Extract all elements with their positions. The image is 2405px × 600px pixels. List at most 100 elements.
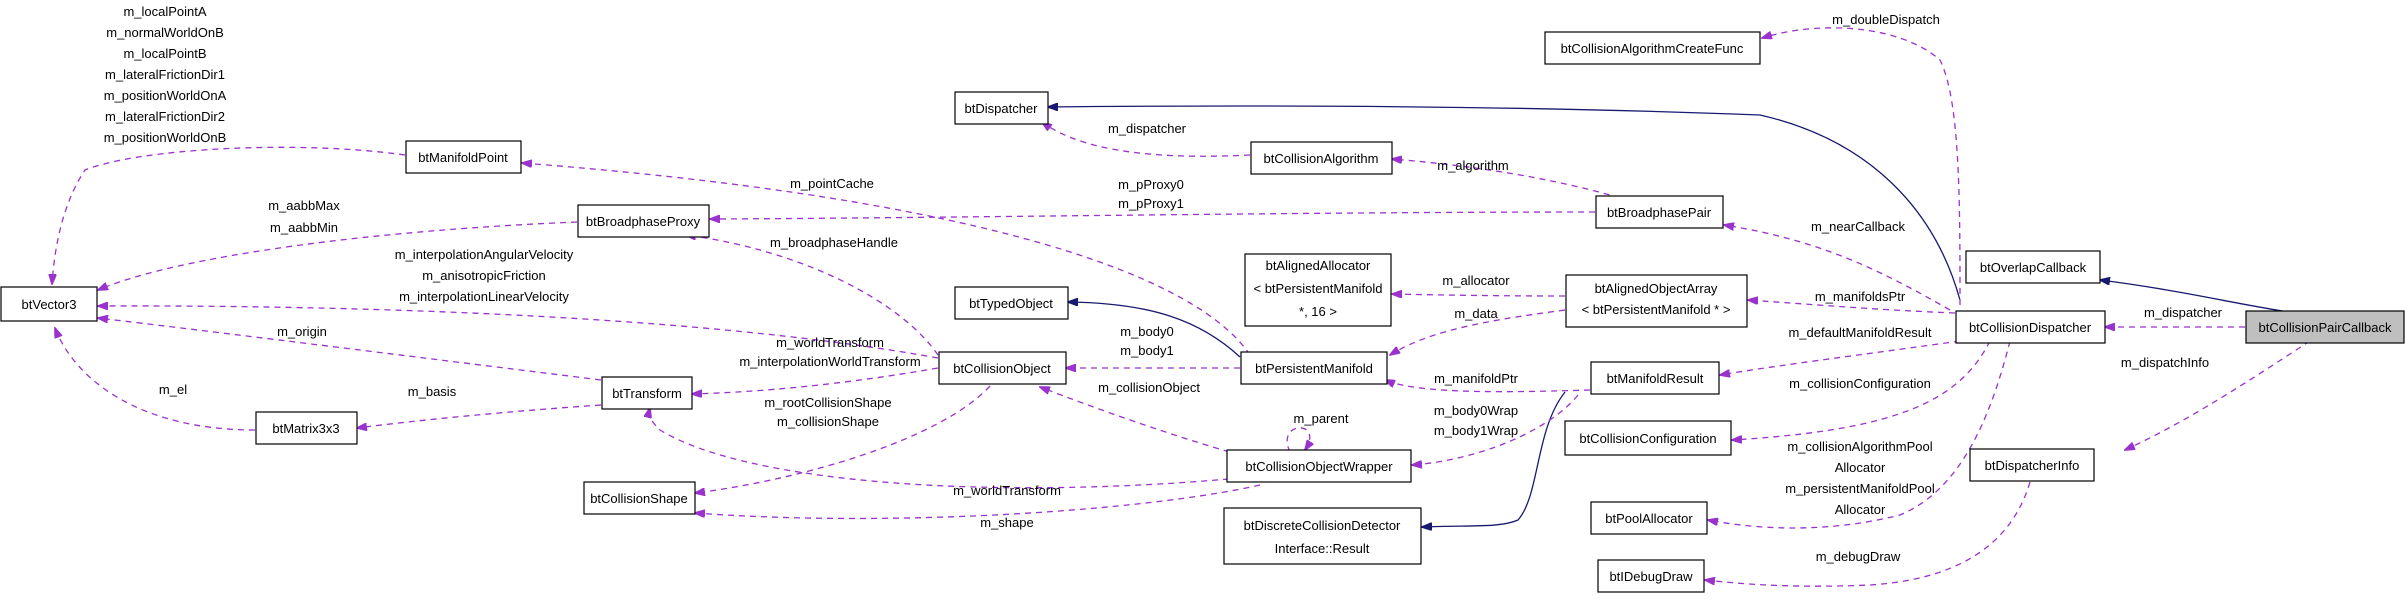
label-info-callback: m_dispatchInfo — [2121, 355, 2209, 370]
edge-dispatcher-to-pair — [1724, 225, 1951, 311]
node-btoverlapcallback[interactable]: btOverlapCallback — [1965, 250, 2101, 284]
text-line: btPersistentManifold — [1255, 361, 1373, 376]
node-btcollisionobject[interactable]: btCollisionObject — [938, 351, 1067, 385]
text-line: btCollisionAlgorithmCreateFunc — [1561, 41, 1744, 56]
svg-text:btPoolAllocator: btPoolAllocator — [1605, 511, 1693, 526]
text-line: btCollisionShape — [590, 491, 688, 506]
node-btcollisionalgorithmcreatefunc[interactable]: btCollisionAlgorithmCreateFunc — [1544, 31, 1761, 65]
text-line: btIDebugDraw — [1609, 569, 1693, 584]
edge-dispatcher-to-pool — [1708, 340, 2011, 529]
node-btpersistentmanifold[interactable]: btPersistentManifold — [1240, 351, 1388, 385]
text-line: m_worldTransform — [776, 335, 884, 350]
edge-matrix-to-vector3 — [55, 328, 256, 431]
edge-dispatchinfo-to-debugdraw — [1705, 481, 2031, 587]
text-line: btOverlapCallback — [1980, 260, 2087, 275]
label-allocator-array: m_allocator — [1442, 273, 1510, 288]
text-line: m_doubleDispatch — [1832, 12, 1940, 27]
node-btbroadphaseproxy[interactable]: btBroadphaseProxy — [577, 204, 710, 238]
text-line: m_lateralFrictionDir2 — [105, 109, 225, 124]
node-btcollisionobjectwrapper[interactable]: btCollisionObjectWrapper — [1226, 449, 1412, 483]
edge-dispatcher-to-array — [1748, 300, 1956, 314]
svg-text:btCollisionAlgorithm: btCollisionAlgorithm — [1264, 151, 1379, 166]
edge-wrapper-to-self — [1286, 427, 1310, 453]
text-line: m_collisionShape — [777, 414, 879, 429]
text-line: btManifoldResult — [1607, 371, 1704, 386]
node-btpoolallocator[interactable]: btPoolAllocator — [1590, 501, 1708, 535]
text-line: m_localPointA — [123, 4, 206, 19]
text-line: btTypedObject — [969, 296, 1053, 311]
label-debugdraw-info: m_debugDraw — [1816, 549, 1901, 564]
edge-manifold-inherits-typedobject — [1068, 302, 1241, 358]
text-line: m_lateralFrictionDir1 — [105, 67, 225, 82]
text-line: btPoolAllocator — [1605, 511, 1693, 526]
text-line: m_body1Wrap — [1434, 423, 1518, 438]
text-line: m_aabbMin — [270, 220, 338, 235]
node-btcollisiondispatcher[interactable]: btCollisionDispatcher — [1955, 310, 2106, 344]
node-btcollisionpaircallback[interactable]: btCollisionPairCallback — [2245, 310, 2405, 344]
text-line: m_positionWorldOnA — [104, 88, 227, 103]
svg-text:btCollisionDispatcher: btCollisionDispatcher — [1969, 320, 2092, 335]
text-line: m_broadphaseHandle — [770, 235, 898, 250]
text-line: m_aabbMax — [268, 198, 340, 213]
edge-dispatcher-inherits-btdispatcher — [1048, 106, 1961, 301]
text-line: m_anisotropicFriction — [422, 268, 546, 283]
label-dispatcher-algorithm: m_dispatcher — [1108, 121, 1187, 136]
edge-dispatcher-to-result — [1720, 340, 1961, 375]
text-line: btCollisionDispatcher — [1969, 320, 2092, 335]
text-line: btCollisionObjectWrapper — [1245, 459, 1393, 474]
label-shape-wrapper: m_shape — [980, 515, 1033, 530]
edge-wrapper-to-object — [1040, 387, 1241, 456]
label-vec-proxy: m_aabbMax m_aabbMin — [268, 198, 340, 235]
label-array-dispatcher: m_manifoldsPtr — [1815, 289, 1906, 304]
edge-result-inherits-discreteresult — [1422, 391, 1566, 527]
text-line: m_worldTransform — [953, 483, 1061, 498]
edge-dispatcher-to-config — [1732, 340, 1991, 440]
node-btcollisionshape[interactable]: btCollisionShape — [583, 481, 696, 515]
node-btcollisionalgorithm[interactable]: btCollisionAlgorithm — [1250, 141, 1393, 175]
label-wrapper-self: m_parent — [1294, 411, 1349, 426]
node-btmatrix3x3[interactable]: btMatrix3x3 — [255, 411, 358, 445]
inheritance-edges — [1048, 106, 2296, 527]
node-btdispatcherinfo[interactable]: btDispatcherInfo — [1969, 448, 2095, 482]
svg-text:btMatrix3x3: btMatrix3x3 — [272, 421, 339, 436]
label-object-wrapper: m_collisionObject — [1098, 380, 1200, 395]
node-btalignedobjectarray[interactable]: btAlignedObjectArray< btPersistentManifo… — [1565, 274, 1748, 328]
text-line: m_pProxy1 — [1118, 196, 1184, 211]
edge-object-to-transform — [692, 367, 939, 394]
svg-text:btDispatcher: btDispatcher — [965, 101, 1039, 116]
node-btmanifoldresult[interactable]: btManifoldResult — [1590, 361, 1720, 395]
node-btcollisionconfiguration[interactable]: btCollisionConfiguration — [1564, 420, 1732, 456]
svg-text:btVector3: btVector3 — [22, 297, 77, 312]
svg-text:btTransform: btTransform — [612, 386, 682, 401]
label-createfunc-dispatcher: m_doubleDispatch — [1832, 12, 1940, 27]
edge-paircallback-to-dispatchinfo — [2125, 340, 2311, 450]
node-btbroadphasepair[interactable]: btBroadphasePair — [1595, 195, 1724, 229]
node-btmanifoldpoint[interactable]: btManifoldPoint — [405, 140, 522, 174]
node-bttransform[interactable]: btTransform — [601, 376, 693, 410]
node-btidebugdraw[interactable]: btIDebugDraw — [1597, 559, 1705, 593]
node-btdispatcher[interactable]: btDispatcher — [954, 91, 1049, 125]
svg-text:btManifoldResult: btManifoldResult — [1607, 371, 1704, 386]
edge-object-to-vector3 — [98, 306, 939, 359]
node-btvector3[interactable]: btVector3 — [0, 286, 98, 322]
svg-text:btDispatcherInfo: btDispatcherInfo — [1985, 458, 2080, 473]
svg-text:btManifoldPoint: btManifoldPoint — [418, 150, 508, 165]
text-line: btManifoldPoint — [418, 150, 508, 165]
svg-text:btIDebugDraw: btIDebugDraw — [1609, 569, 1693, 584]
svg-text:btOverlapCallback: btOverlapCallback — [1980, 260, 2087, 275]
label-vec-matrix: m_el — [159, 382, 187, 397]
text-line: < btPersistentManifold — [1254, 281, 1383, 296]
node-btalignedallocator[interactable]: btAlignedAllocator< btPersistentManifold… — [1244, 253, 1392, 327]
svg-text:btBroadphasePair: btBroadphasePair — [1607, 205, 1712, 220]
node-bttypedobject[interactable]: btTypedObject — [954, 286, 1069, 320]
class-nodes: btVector3 btManifoldPoint btBroadphasePr… — [0, 31, 2405, 593]
label-algorithm-pair: m_algorithm — [1437, 158, 1509, 173]
